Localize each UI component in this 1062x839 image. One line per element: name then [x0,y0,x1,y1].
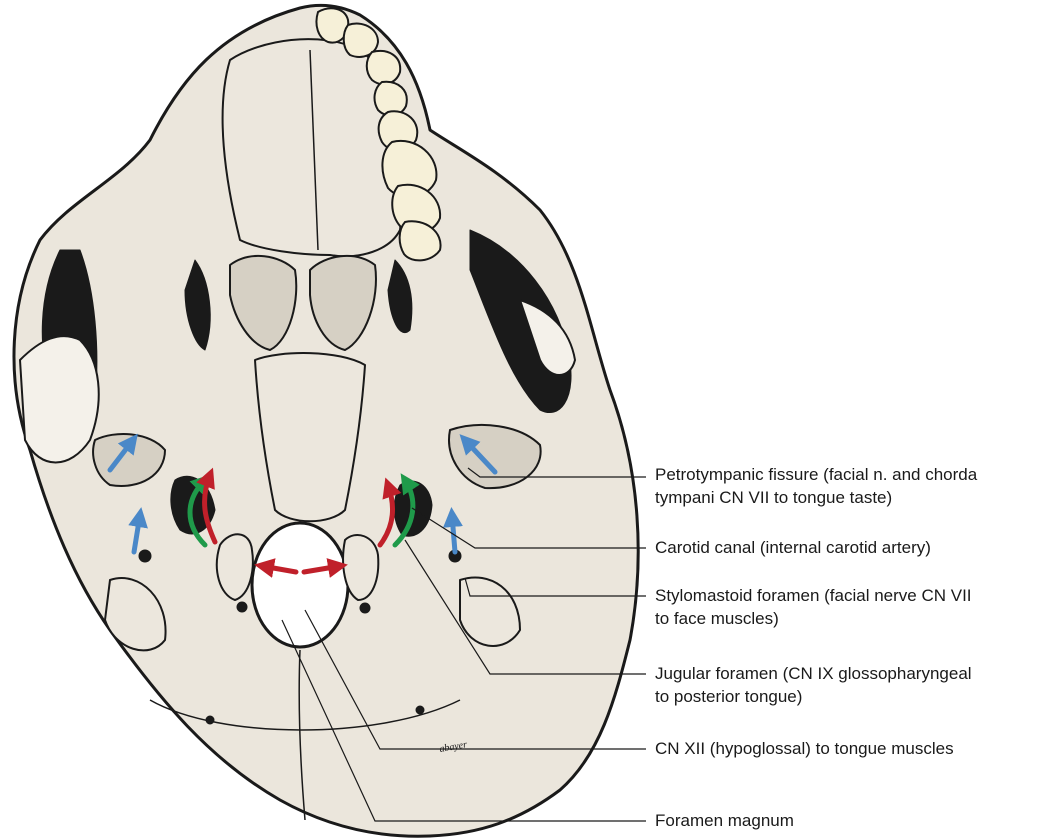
label-carotid-canal: Carotid canal (internal carotid artery) [655,536,931,559]
label-foramen-magnum: Foramen magnum [655,809,794,832]
tooth [367,51,400,84]
hypoglossal-left [237,602,247,612]
label-line: Petrotympanic fissure (facial n. and cho… [655,463,977,486]
zygomatic-arch-left [20,336,99,462]
label-line: Carotid canal (internal carotid artery) [655,536,931,559]
hypoglossal-right [360,603,370,613]
label-line: CN XII (hypoglossal) to tongue muscles [655,737,954,760]
skull-illustration [14,5,638,836]
tooth [375,82,407,116]
foramen-small-right [416,706,424,714]
label-line: to posterior tongue) [655,685,972,708]
label-line: Stylomastoid foramen (facial nerve CN VI… [655,584,972,607]
label-jugular-foramen: Jugular foramen (CN IX glossopharyngeal … [655,662,972,708]
label-stylomastoid-foramen: Stylomastoid foramen (facial nerve CN VI… [655,584,972,630]
label-petrotympanic-fissure: Petrotympanic fissure (facial n. and cho… [655,463,977,509]
label-line: Jugular foramen (CN IX glossopharyngeal [655,662,972,685]
stylomastoid-left [139,550,151,562]
condyle-left [217,534,253,600]
label-line: tympani CN VII to tongue taste) [655,486,977,509]
condyle-right [343,535,378,600]
foramen-magnum-shape [252,523,348,647]
label-line: Foramen magnum [655,809,794,832]
foramen-small-left [206,716,214,724]
basilar-occipital [255,353,365,521]
label-hypoglossal: CN XII (hypoglossal) to tongue muscles [655,737,954,760]
label-line: to face muscles) [655,607,972,630]
